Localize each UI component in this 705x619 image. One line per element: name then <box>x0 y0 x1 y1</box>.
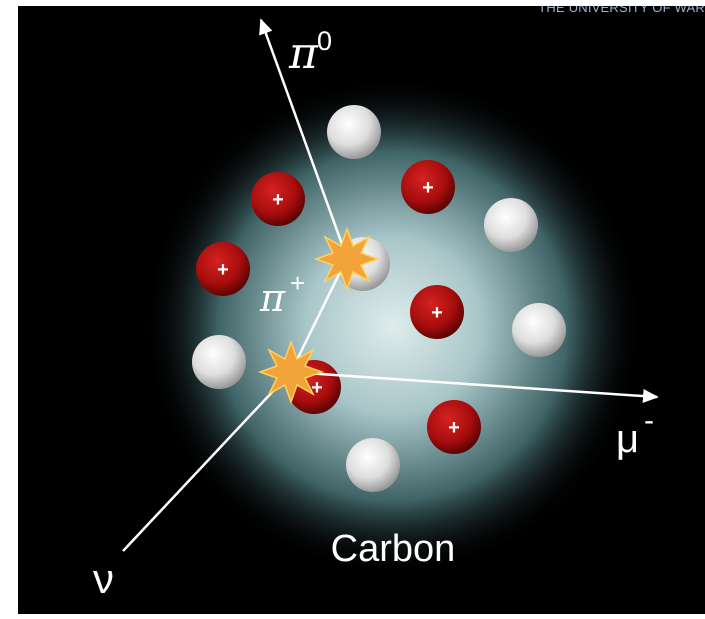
proton-charge: + <box>217 259 229 281</box>
pi-zero-track <box>259 18 349 259</box>
proton-charge: + <box>431 302 443 324</box>
nucleus-glow <box>143 76 643 576</box>
watermark: THE UNIVERSITY OF WAR <box>538 6 705 15</box>
nucleus-label: Carbon <box>331 528 456 570</box>
proton-charge: + <box>272 189 284 211</box>
neutron <box>192 335 246 389</box>
proton: + <box>196 242 250 296</box>
svg-text:0: 0 <box>317 26 332 56</box>
carbon-interaction-diagram: + + + + + + π 0 <box>93 18 659 602</box>
interaction-vertex <box>313 226 381 292</box>
pi-plus-label: π + <box>259 268 305 320</box>
proton: + <box>427 400 481 454</box>
svg-text:π: π <box>259 276 286 320</box>
proton: + <box>410 285 464 339</box>
proton-charge: + <box>448 417 460 439</box>
svg-text:-: - <box>644 404 654 437</box>
neutron <box>512 303 566 357</box>
diagram-frame: THE UNIVERSITY OF WAR <box>18 6 705 614</box>
muon-label: μ - <box>616 404 654 461</box>
pi-zero-label: π 0 <box>288 26 332 79</box>
neutron <box>346 438 400 492</box>
svg-text:+: + <box>290 268 305 298</box>
neutrino-track <box>122 371 292 552</box>
neutrino-label: ν <box>93 555 114 602</box>
neutron <box>327 105 381 159</box>
proton-charge: + <box>311 377 323 399</box>
neutron <box>484 198 538 252</box>
muon-track <box>290 370 659 404</box>
proton: + <box>251 172 305 226</box>
proton: + <box>401 160 455 214</box>
interaction-vertex <box>257 339 325 405</box>
svg-text:π: π <box>288 28 319 79</box>
proton-charge: + <box>422 177 434 199</box>
svg-text:μ: μ <box>616 417 639 461</box>
pi-plus-track <box>289 257 349 373</box>
